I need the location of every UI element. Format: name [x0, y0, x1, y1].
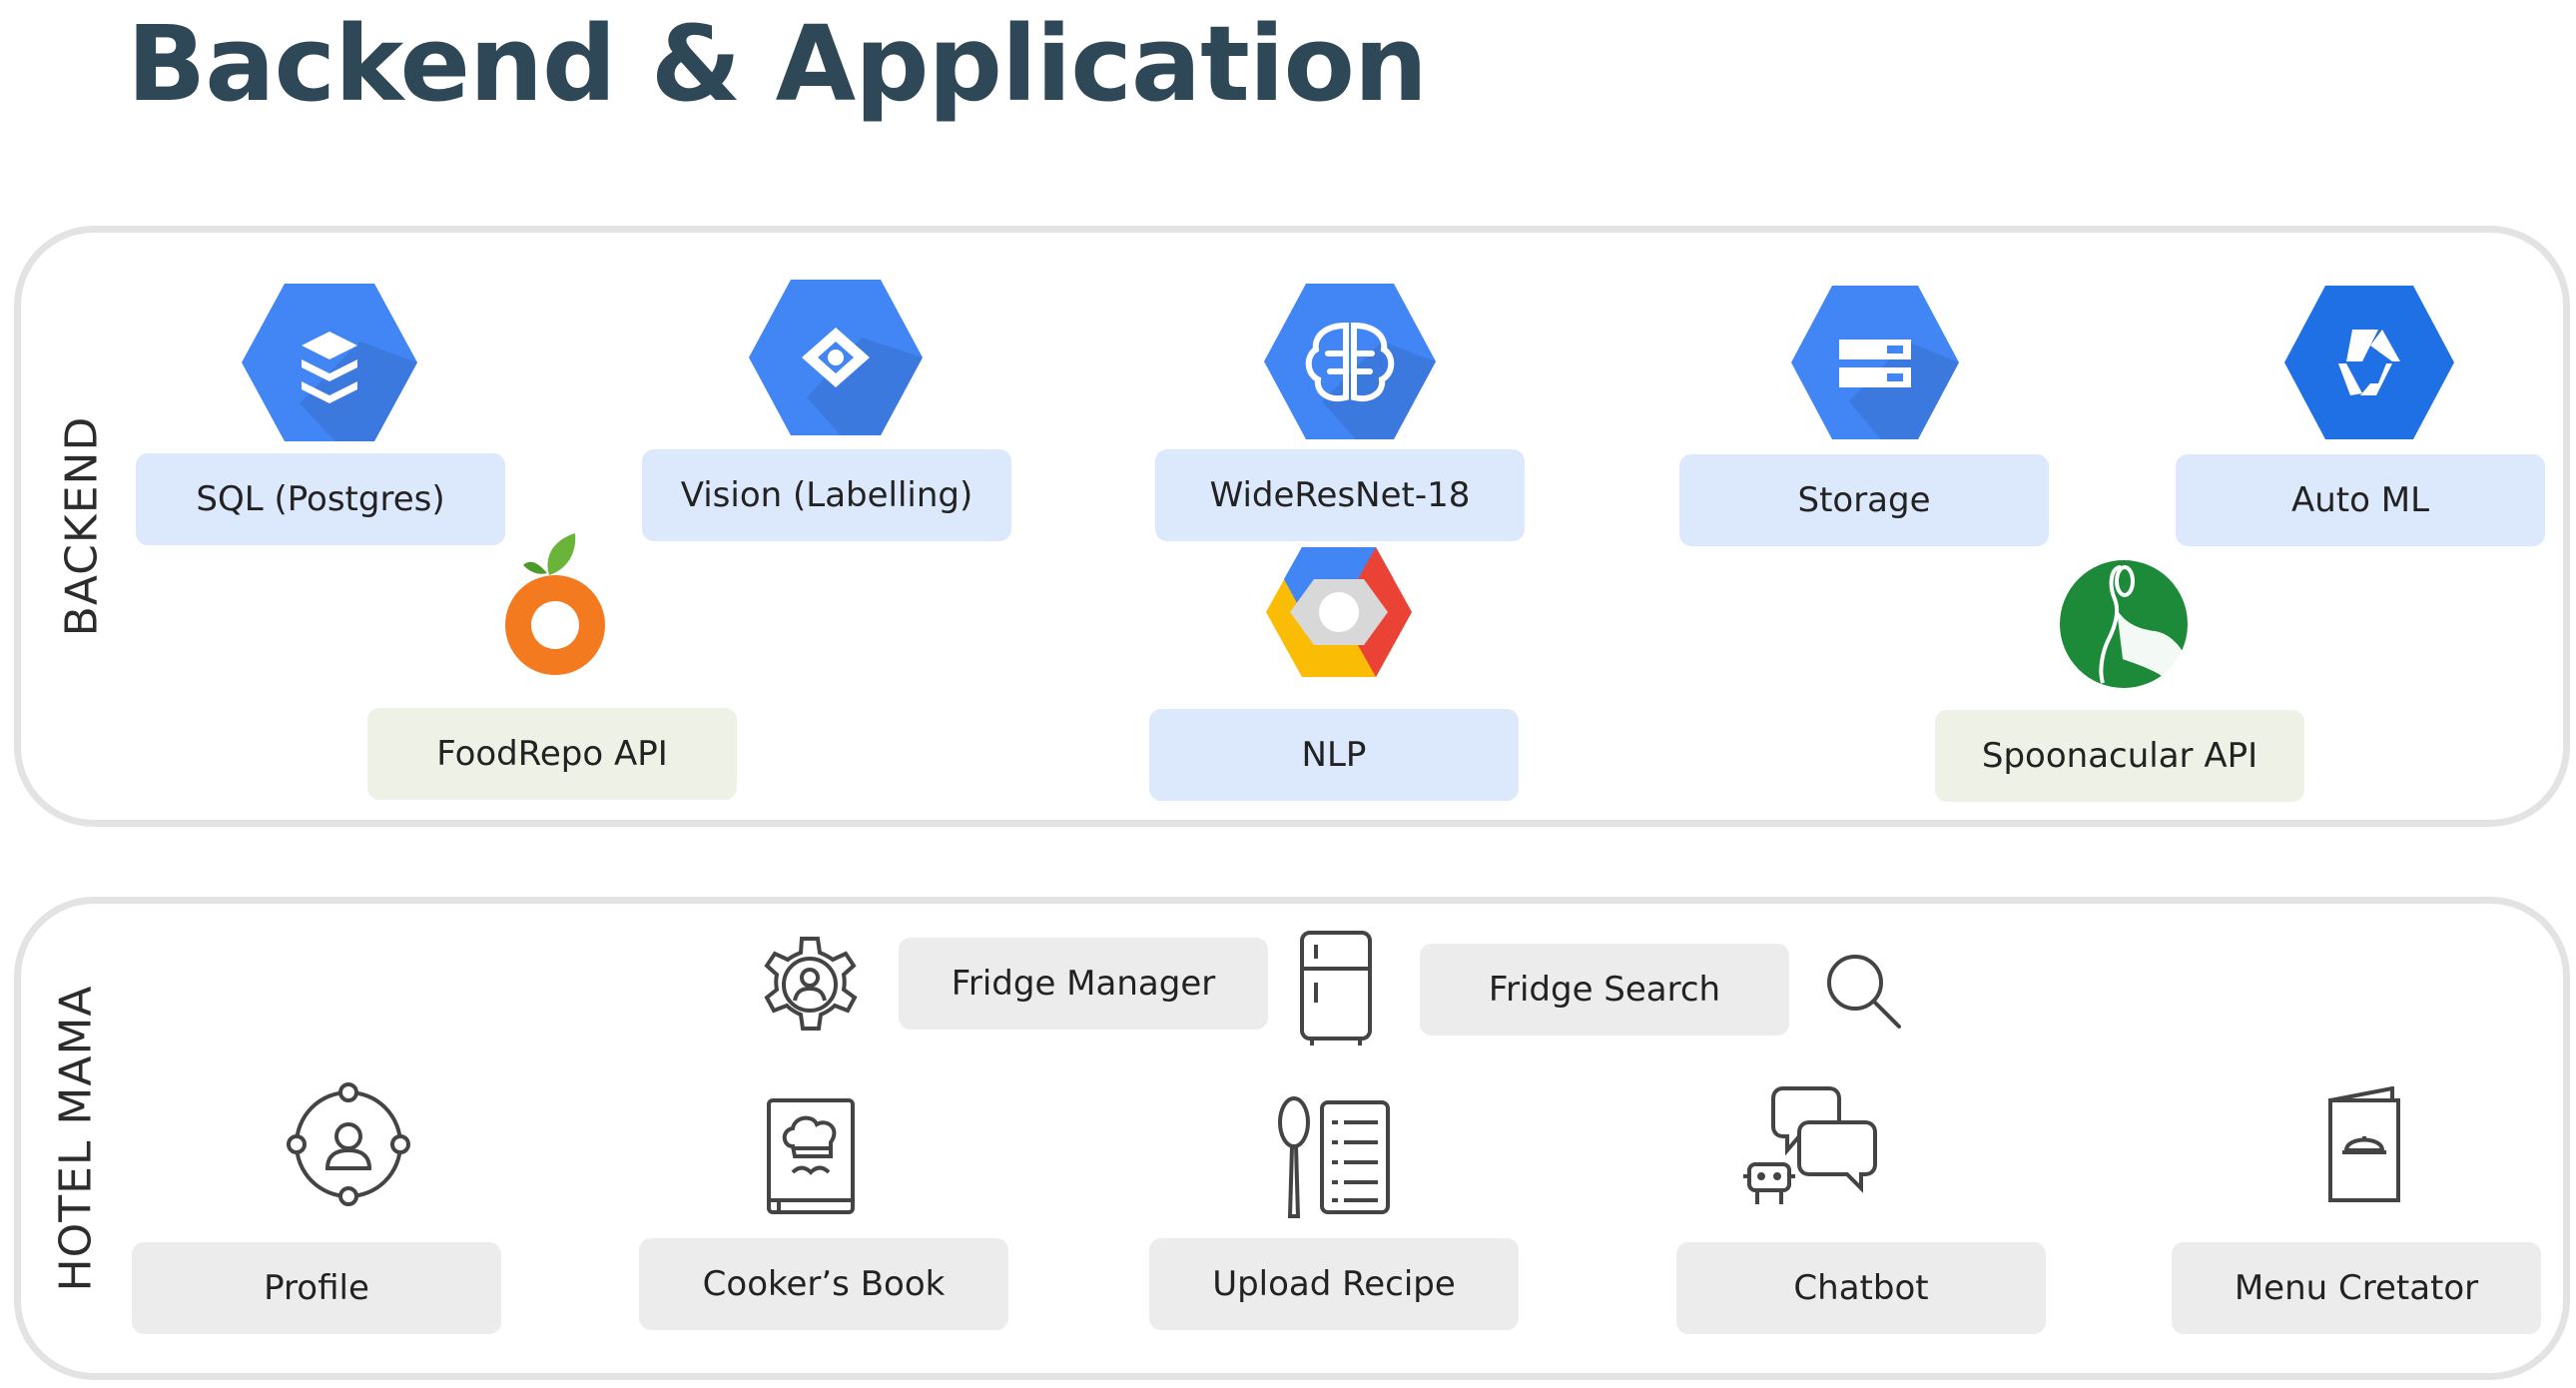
nlp-service-label: NLP	[1301, 735, 1367, 775]
automl-service-box: Auto ML	[2176, 454, 2545, 546]
cloud-vision-icon	[749, 280, 923, 435]
settings-user-icon	[764, 937, 858, 1031]
vision-service-box: Vision (Labelling)	[642, 449, 1011, 541]
cloud-storage-icon	[1791, 286, 1959, 439]
sql-service-label: SQL (Postgres)	[196, 479, 445, 519]
automl-service-label: Auto ML	[2290, 480, 2430, 520]
cookers-book-box[interactable]: Cooker’s Book	[639, 1238, 1008, 1330]
sql-service-box: SQL (Postgres)	[136, 453, 505, 545]
foodrepo-api-box: FoodRepo API	[367, 708, 737, 800]
profile-label: Profile	[264, 1268, 369, 1308]
profile-box[interactable]: Profile	[132, 1242, 501, 1334]
storage-service-box: Storage	[1679, 454, 2049, 546]
page-title: Backend & Application	[127, 3, 1428, 125]
fridge-search-label: Fridge Search	[1488, 970, 1721, 1010]
user-circle-icon	[287, 1082, 410, 1206]
chatbot-box[interactable]: Chatbot	[1676, 1242, 2046, 1334]
foodrepo-logo	[505, 533, 605, 675]
hotel-mama-panel	[14, 897, 2570, 1380]
spoonacular-api-box: Spoonacular API	[1935, 710, 2304, 802]
nlp-service-box: NLP	[1149, 709, 1519, 801]
fridge-manager-box[interactable]: Fridge Manager	[899, 938, 1268, 1030]
wideresnet-service-box: WideResNet-18	[1155, 449, 1525, 541]
cloud-sql-icon	[242, 284, 417, 441]
wideresnet-service-label: WideResNet-18	[1209, 475, 1471, 515]
hotel-mama-label: HOTEL MAMA	[50, 985, 102, 1292]
chatbot-icon	[1743, 1086, 1877, 1204]
google-cloud-logo	[1266, 547, 1412, 677]
storage-service-label: Storage	[1797, 480, 1931, 520]
fridge-search-box[interactable]: Fridge Search	[1420, 944, 1789, 1036]
backend-label: BACKEND	[56, 415, 108, 637]
upload-recipe-box[interactable]: Upload Recipe	[1149, 1238, 1519, 1330]
upload-recipe-label: Upload Recipe	[1212, 1264, 1456, 1304]
menu-creator-label: Menu Cretator	[2234, 1268, 2479, 1308]
fridge-manager-label: Fridge Manager	[951, 964, 1216, 1004]
cookers-book-label: Cooker’s Book	[702, 1264, 946, 1304]
automl-icon	[2284, 286, 2454, 439]
spoon-list-icon	[1278, 1096, 1390, 1218]
backend-panel	[14, 226, 2570, 827]
spoonacular-logo	[2060, 560, 2188, 688]
chatbot-label: Chatbot	[1793, 1268, 1929, 1308]
menu-cloche-icon	[2328, 1086, 2400, 1202]
chef-book-icon	[767, 1098, 855, 1214]
vision-service-label: Vision (Labelling)	[680, 475, 973, 515]
spoonacular-api-label: Spoonacular API	[1981, 736, 2258, 776]
ml-engine-brain-icon	[1264, 284, 1436, 439]
search-icon	[1827, 955, 1901, 1029]
foodrepo-api-label: FoodRepo API	[436, 734, 668, 774]
fridge-icon	[1300, 931, 1372, 1045]
menu-creator-box[interactable]: Menu Cretator	[2172, 1242, 2541, 1334]
